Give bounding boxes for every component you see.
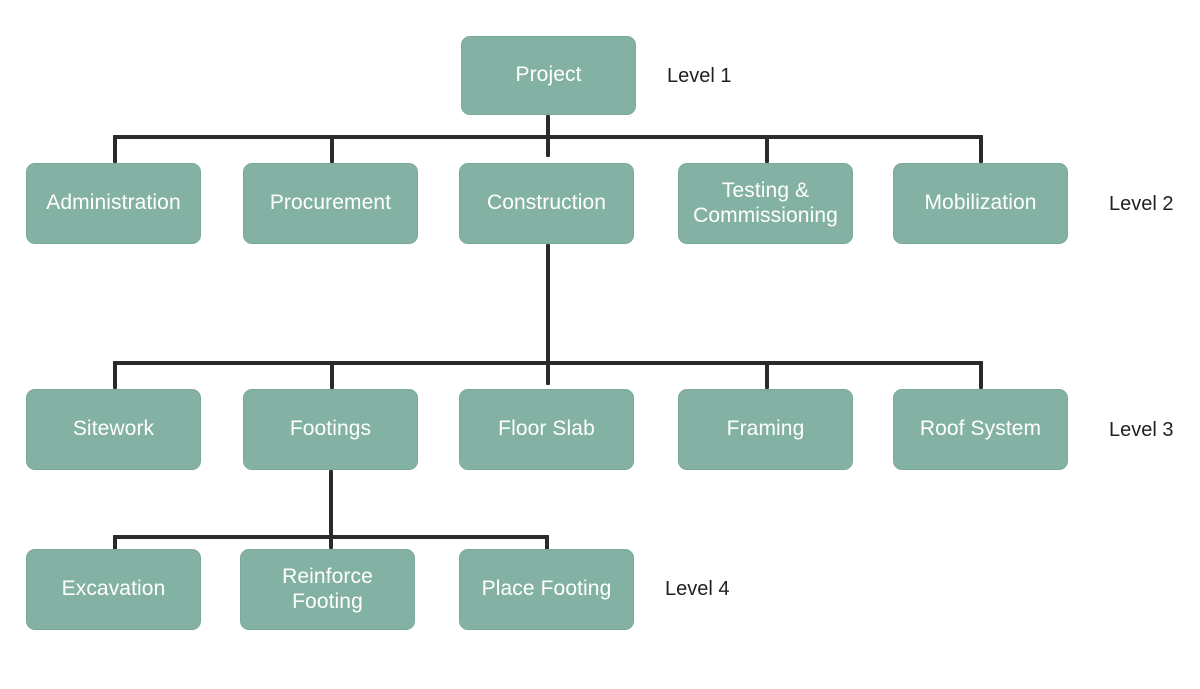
- node-label: Footings: [289, 417, 372, 441]
- node-label: Construction: [486, 191, 607, 215]
- connector-level2-drop-procurement: [330, 135, 334, 163]
- node-excavation[interactable]: Excavation: [26, 549, 201, 630]
- node-footings[interactable]: Footings: [243, 389, 418, 470]
- node-label: Procurement: [269, 191, 392, 215]
- level-tag-2: Level 2: [1109, 193, 1174, 215]
- node-label: Excavation: [61, 577, 166, 601]
- connector-level3-drop-sitework: [113, 361, 117, 389]
- node-reinforce-footing[interactable]: Reinforce Footing: [240, 549, 415, 630]
- connector-level2-bus: [113, 135, 983, 139]
- node-construction[interactable]: Construction: [459, 163, 634, 244]
- node-mobilization[interactable]: Mobilization: [893, 163, 1068, 244]
- level-tag-4: Level 4: [665, 578, 730, 600]
- node-procurement[interactable]: Procurement: [243, 163, 418, 244]
- connector-level2-drop-testing: [765, 135, 769, 163]
- connector-footings-stem: [329, 470, 333, 549]
- connector-level3-drop-framing: [765, 361, 769, 389]
- connector-level4-drop-place-footing: [545, 535, 549, 559]
- connector-level3-drop-footings: [330, 361, 334, 389]
- node-label: Administration: [46, 191, 181, 215]
- connector-level3-drop-roof-system: [979, 361, 983, 389]
- node-label: Framing: [726, 417, 805, 441]
- node-place-footing[interactable]: Place Footing: [459, 549, 634, 630]
- connector-level4-drop-excavation: [113, 535, 117, 559]
- node-testing-commissioning[interactable]: Testing & Commissioning: [678, 163, 853, 244]
- connector-level2-drop-mobilization: [979, 135, 983, 163]
- node-label: Testing & Commissioning: [693, 178, 838, 227]
- node-label: Project: [515, 63, 582, 87]
- node-label: Floor Slab: [498, 417, 595, 441]
- node-project[interactable]: Project: [461, 36, 636, 115]
- node-label: Sitework: [72, 417, 155, 441]
- node-roof-system[interactable]: Roof System: [893, 389, 1068, 470]
- level-tag-1: Level 1: [667, 65, 732, 87]
- node-label: Mobilization: [924, 191, 1037, 215]
- connector-level4-bus: [113, 535, 549, 539]
- connector-level3-bus: [113, 361, 983, 365]
- node-administration[interactable]: Administration: [26, 163, 201, 244]
- connector-level2-drop-administration: [113, 135, 117, 163]
- node-framing[interactable]: Framing: [678, 389, 853, 470]
- level-tag-3: Level 3: [1109, 419, 1174, 441]
- node-label: Roof System: [919, 417, 1042, 441]
- node-floor-slab[interactable]: Floor Slab: [459, 389, 634, 470]
- connector-construction-stem: [546, 244, 550, 385]
- node-label: Reinforce Footing: [282, 564, 373, 613]
- node-label: Place Footing: [481, 577, 612, 601]
- node-sitework[interactable]: Sitework: [26, 389, 201, 470]
